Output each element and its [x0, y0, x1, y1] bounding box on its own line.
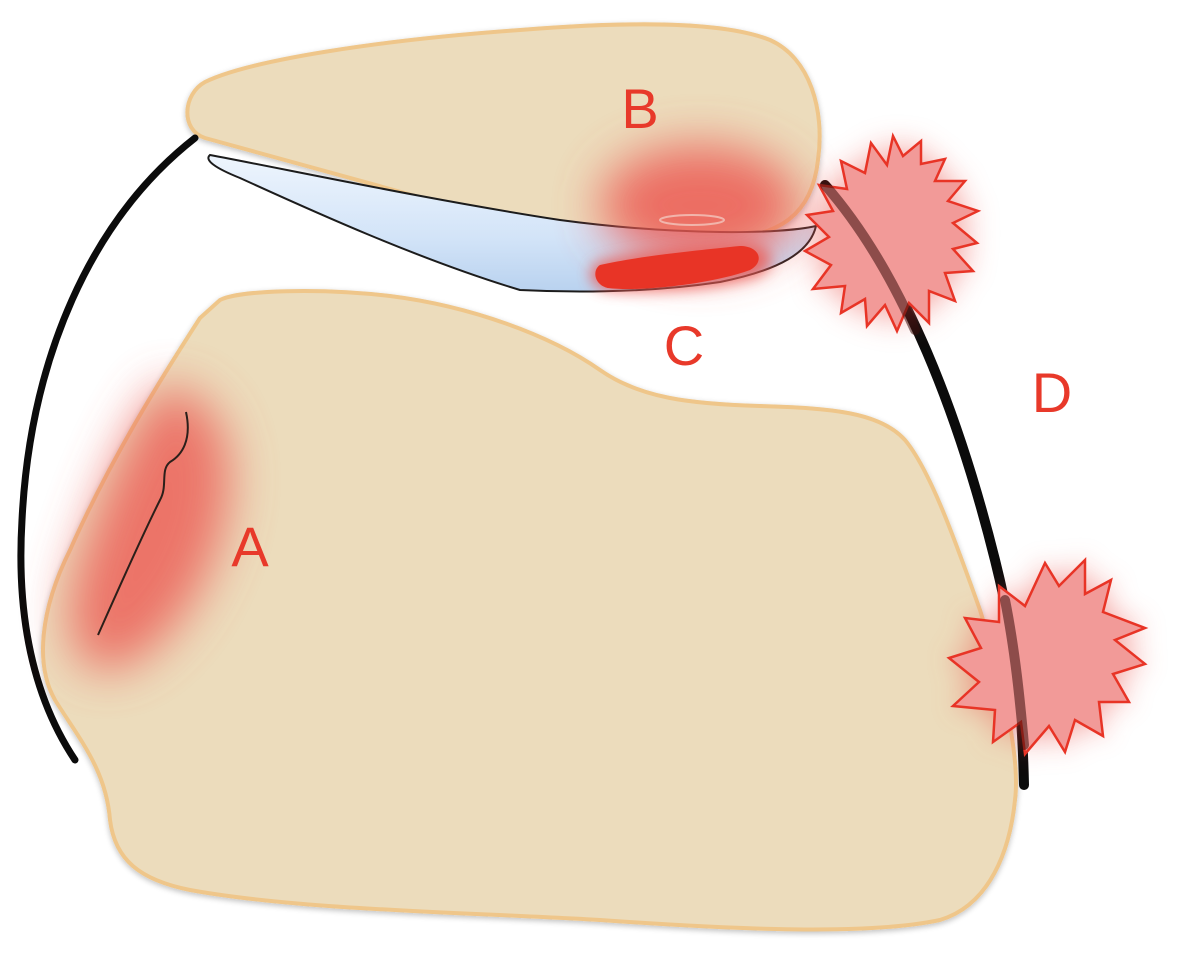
region-b-highlight: [600, 145, 800, 265]
capsule-left: [17, 134, 199, 764]
capsule-right-overlay: [820, 180, 920, 335]
label-a: A: [231, 515, 269, 578]
capsule-right-lower-overlay: [1000, 595, 1029, 750]
cartilage-fissure: [97, 411, 189, 636]
label-d: D: [1032, 361, 1072, 424]
region-a-highlight: [70, 385, 230, 671]
starburst-pain-icon: [946, 556, 1149, 757]
region-c-highlight: [590, 244, 771, 292]
label-c: C: [664, 314, 704, 377]
lower-bone: [41, 289, 1018, 932]
label-b: B: [621, 77, 658, 140]
starburst-pain-icon: [802, 132, 982, 335]
